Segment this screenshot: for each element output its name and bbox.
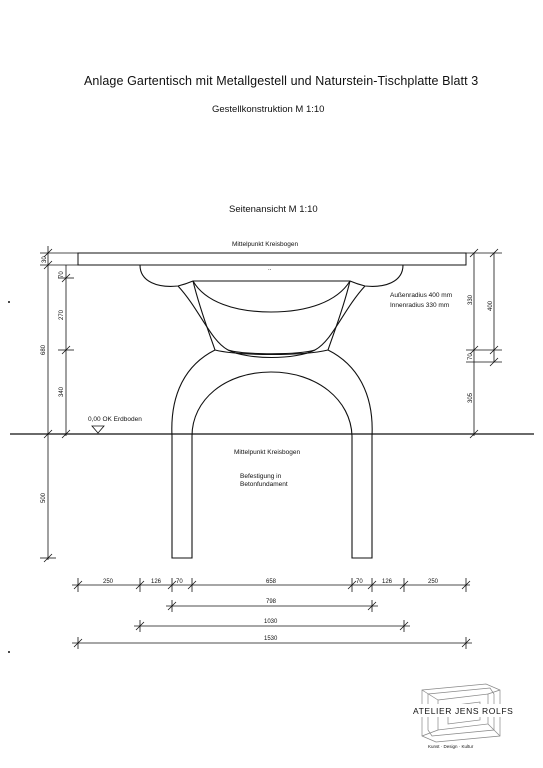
label-foundation-1: Befestigung in [240,473,282,480]
bottom-dimensions [72,578,472,649]
dim-bottom-126-right: 126 [382,579,393,585]
left-dimensions [40,246,80,563]
logo-tagline: Kunst · Design · Kultur [428,744,474,749]
metal-frame [139,264,404,559]
dim-bottom-250-right: 250 [428,579,439,585]
dim-left-680: 680 [41,344,47,355]
right-dimensions [466,248,502,439]
sheet-title: Anlage Gartentisch mit Metallgestell und… [84,74,479,88]
dim-bottom-658: 658 [266,579,277,585]
center-mark: .. [268,266,272,272]
dim-right-305: 305 [468,392,474,403]
left-dimension-labels: 30 70 270 680 340 500 [41,256,65,503]
label-center-bottom: Mittelpunkt Kreisbogen [234,449,301,456]
dim-left-70: 70 [59,271,65,278]
dim-bottom-126-left: 126 [151,579,162,585]
label-inner-radius: Innenradius 330 mm [390,302,449,309]
table-top [77,252,467,266]
view-title: Seitenansicht M 1:10 [229,204,318,215]
dim-bottom-798: 798 [266,599,277,605]
page-mark-top [8,301,10,303]
label-outer-radius: Außenradius 400 mm [390,292,452,299]
level-marker [91,425,105,434]
dim-right-70: 70 [468,353,474,360]
dim-left-30: 30 [42,256,48,263]
label-foundation-2: Betonfundament [240,481,288,488]
page-mark-bottom [8,651,10,653]
dim-right-400: 400 [488,300,494,311]
dim-left-270: 270 [59,309,65,320]
dim-right-330: 330 [468,294,474,305]
dim-bottom-1530: 1530 [264,636,278,642]
dim-left-340: 340 [59,386,65,397]
studio-logo: ATELIER JENS ROLFS Kunst · Design · Kult… [410,683,522,749]
dim-left-500: 500 [41,492,47,503]
bottom-dimension-labels: 250 126 70 658 70 126 250 798 1030 1530 [103,579,439,642]
right-dimension-labels: 330 400 70 305 [468,294,494,403]
dim-bottom-250-left: 250 [103,579,114,585]
dim-bottom-1030: 1030 [264,619,278,625]
sheet-subtitle: Gestellkonstruktion M 1:10 [212,104,325,115]
dim-bottom-70-left: 70 [176,579,183,585]
logo-name: ATELIER JENS ROLFS [413,706,513,716]
dim-bottom-70-right: 70 [356,579,363,585]
label-center-top: Mittelpunkt Kreisbogen [232,241,299,248]
label-ground-level: 0,00 OK Erdboden [88,416,142,423]
